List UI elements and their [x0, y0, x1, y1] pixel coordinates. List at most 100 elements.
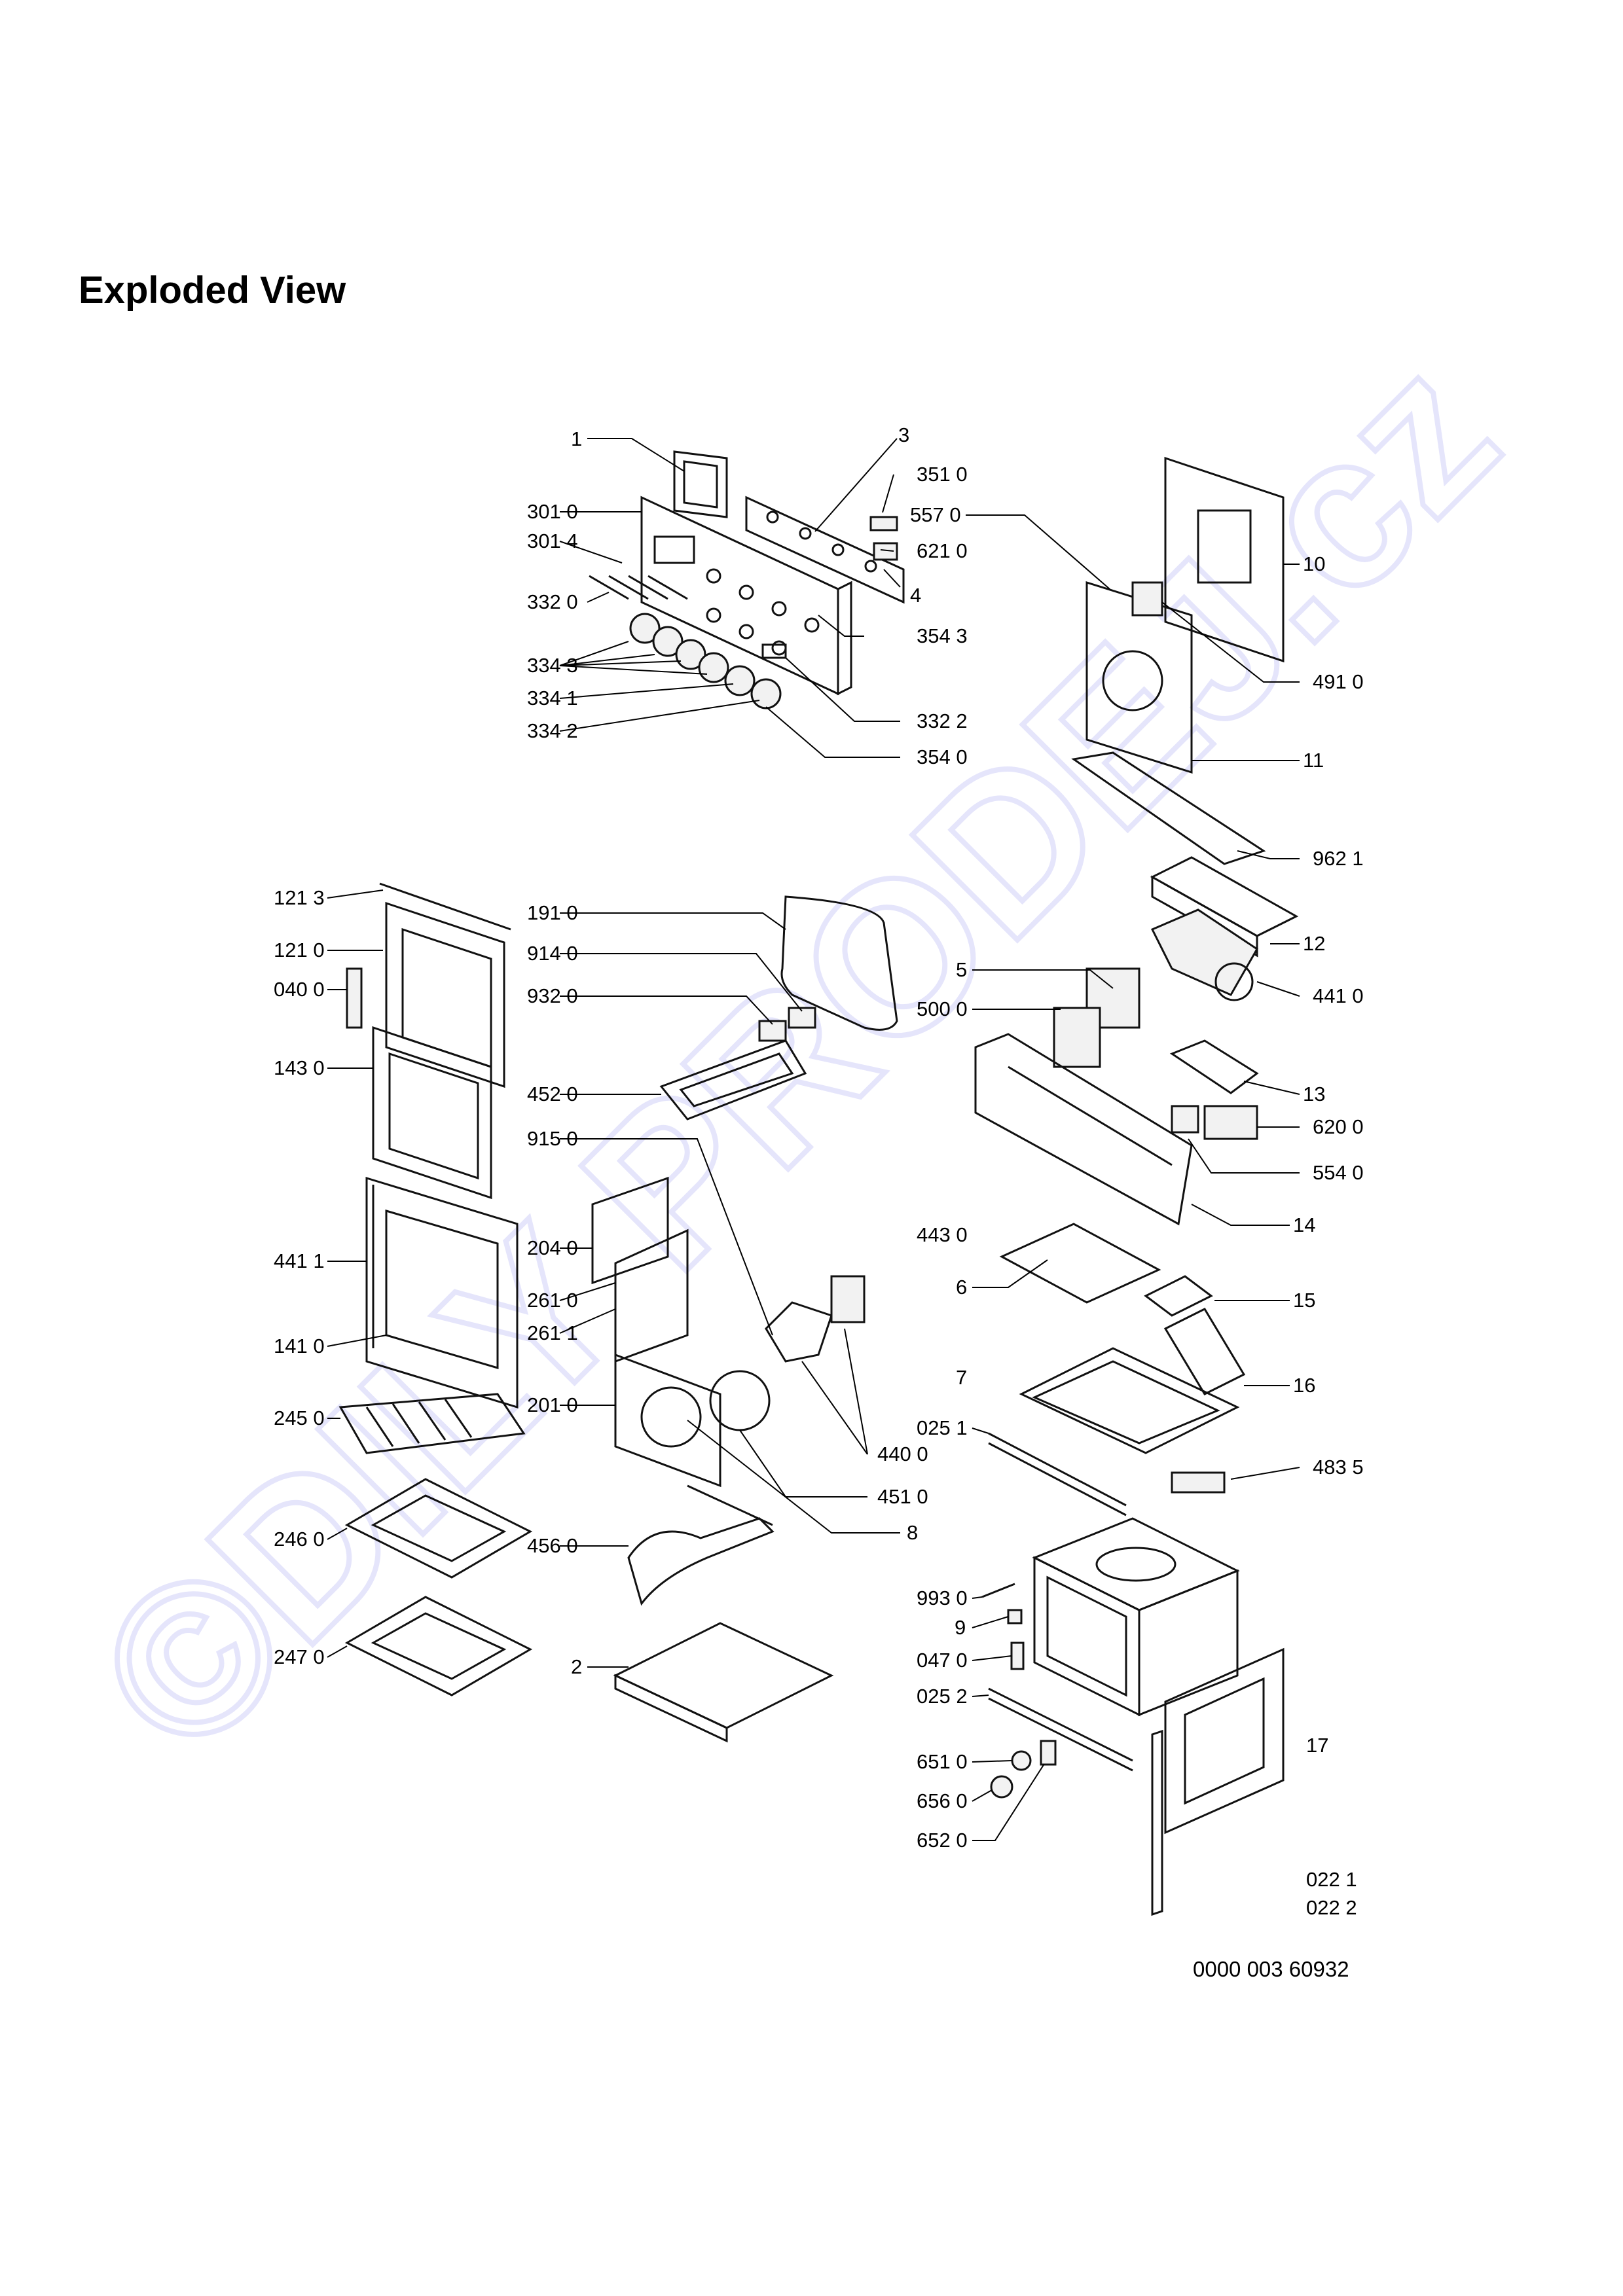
part-control-panel-fascia-3	[745, 495, 905, 604]
part-tray-247	[344, 1596, 533, 1696]
label-022-1: 022 1	[1306, 1868, 1357, 1891]
label-14: 14	[1293, 1213, 1315, 1236]
label-334-2: 334 2	[527, 719, 578, 742]
label-483-5: 483 5	[1313, 1456, 1364, 1479]
label-1: 1	[571, 427, 582, 450]
label-491-0: 491 0	[1313, 670, 1364, 693]
label-15: 15	[1293, 1289, 1315, 1312]
part-inner-glass-143	[372, 1026, 492, 1200]
label-10: 10	[1303, 552, 1325, 575]
label-962-1: 962 1	[1313, 847, 1364, 870]
label-354-3: 354 3	[917, 624, 968, 647]
part-lamp-651-656-652	[990, 1740, 1057, 1799]
label-915-0: 915 0	[527, 1127, 578, 1150]
label-932-0: 932 0	[527, 984, 578, 1007]
part-bottom-element-456	[627, 1484, 775, 1606]
label-261-1: 261 1	[527, 1321, 578, 1344]
label-332-0: 332 0	[527, 590, 578, 613]
label-121-0: 121 0	[274, 939, 325, 961]
label-047-0: 047 0	[917, 1649, 968, 1672]
label-022-2: 022 2	[1306, 1896, 1357, 1919]
label-11: 11	[1303, 749, 1324, 772]
part-grill-element-452	[659, 1007, 816, 1121]
part-rail-025-1	[988, 1432, 1127, 1516]
part-bracket-15-16	[1144, 1275, 1246, 1395]
label-914-0: 914 0	[527, 942, 578, 965]
label-4: 4	[910, 584, 921, 607]
label-451-0: 451 0	[877, 1485, 928, 1508]
part-side-panel-17	[1164, 1647, 1285, 1835]
label-6: 6	[956, 1276, 967, 1299]
part-fan-blade-8	[765, 1275, 866, 1363]
label-334-1: 334 1	[527, 687, 578, 709]
part-fan-motor-441-0	[1150, 908, 1258, 1001]
label-247-0: 247 0	[274, 1645, 325, 1668]
part-plate-6	[999, 1223, 1161, 1304]
part-knob-rods	[589, 575, 688, 600]
label-332-2: 332 2	[917, 709, 968, 732]
label-354-0: 354 0	[917, 745, 968, 768]
part-cover-12	[1150, 856, 1299, 958]
label-201-0: 201 0	[527, 1393, 578, 1416]
part-switches-351-621	[869, 516, 898, 561]
label-441-1: 441 1	[274, 1249, 325, 1272]
label-025-2: 025 2	[917, 1685, 968, 1708]
part-side-rails-204-261	[591, 1176, 689, 1363]
part-base-plate-2	[613, 1622, 834, 1743]
watermark: ©DILY PRODEJ.cz	[52, 311, 1541, 1799]
label-204-0: 204 0	[527, 1236, 578, 1259]
part-door-trim-121-3	[379, 882, 511, 931]
part-top-plate-7	[1019, 1347, 1240, 1454]
label-141-0: 141 0	[274, 1335, 325, 1357]
label-656-0: 656 0	[917, 1789, 968, 1812]
label-16: 16	[1293, 1374, 1315, 1397]
label-452-0: 452 0	[527, 1083, 578, 1105]
part-rear-cover-10	[1164, 456, 1285, 663]
label-040-0: 040 0	[274, 978, 325, 1001]
label-652-0: 652 0	[917, 1829, 968, 1852]
label-334-3: 334 3	[527, 654, 578, 677]
part-side-strip-022	[1151, 1729, 1163, 1916]
label-443-0: 443 0	[917, 1223, 968, 1246]
label-301-0: 301 0	[527, 500, 578, 523]
label-245-0: 245 0	[274, 1407, 325, 1429]
label-554-0: 554 0	[1313, 1161, 1364, 1184]
label-025-1: 025 1	[917, 1416, 968, 1439]
label-557-0: 557 0	[910, 503, 961, 526]
document-code: 0000 003 60932	[1193, 1957, 1349, 1981]
part-oven-cavity	[1032, 1517, 1240, 1717]
label-301-4: 301 4	[527, 529, 578, 552]
label-441-0: 441 0	[1313, 984, 1364, 1007]
part-terminal-483	[1171, 1471, 1226, 1494]
label-620-0: 620 0	[1313, 1115, 1364, 1138]
page-title: Exploded View	[79, 269, 346, 312]
part-small-parts-993-9-047	[981, 1583, 1025, 1670]
label-121-3: 121 3	[274, 886, 325, 909]
part-terminal-620-554	[1171, 1105, 1258, 1140]
part-top-frame-14	[974, 1033, 1193, 1226]
label-7: 7	[956, 1366, 967, 1389]
part-gasket-191	[780, 895, 898, 1031]
label-351-0: 351 0	[917, 463, 968, 486]
label-440-0: 440 0	[877, 1443, 928, 1465]
part-door-outer-441-1	[365, 1176, 519, 1409]
part-control-panel-frame	[640, 495, 852, 696]
part-knobs	[629, 613, 787, 709]
label-143-0: 143 0	[274, 1056, 325, 1079]
part-rear-panel-11	[1085, 581, 1193, 774]
label-993-0: 993 0	[917, 1587, 968, 1609]
label-651-0: 651 0	[917, 1750, 968, 1773]
part-transformer-5-500	[1053, 967, 1140, 1068]
part-labels: 1 3 351 0 301 0 557 0 301 4 621 0 332 0 …	[274, 423, 1364, 1919]
label-13: 13	[1303, 1083, 1325, 1105]
label-191-0: 191 0	[527, 901, 578, 924]
part-rack-245	[338, 1393, 526, 1454]
label-500-0: 500 0	[917, 997, 968, 1020]
label-246-0: 246 0	[274, 1528, 325, 1551]
label-8: 8	[907, 1521, 918, 1544]
label-5: 5	[956, 958, 967, 981]
label-9: 9	[955, 1616, 966, 1639]
label-456-0: 456 0	[527, 1534, 578, 1557]
part-bracket-1	[673, 450, 728, 518]
